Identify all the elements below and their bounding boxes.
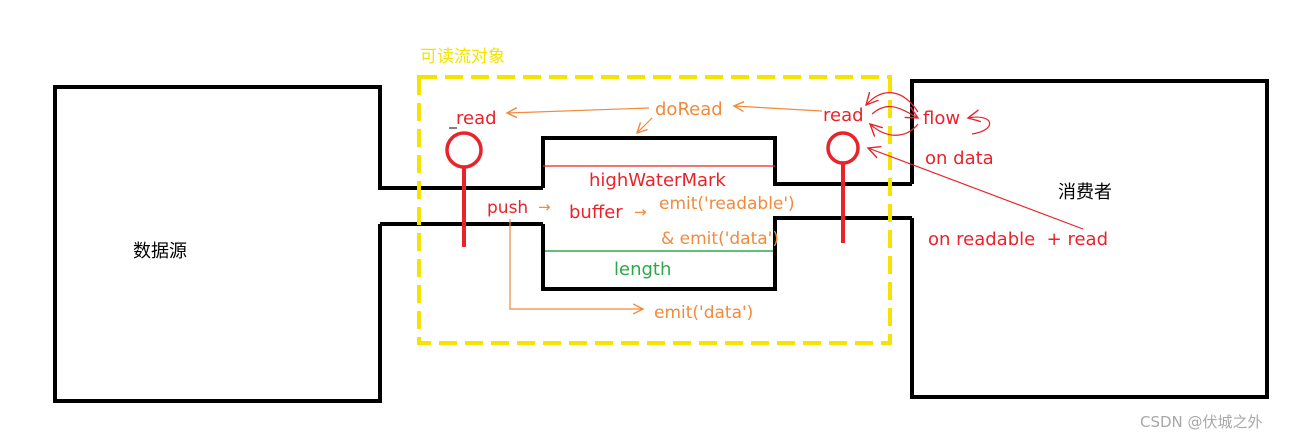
- arrow-push-to-emit-data: [509, 219, 643, 309]
- push-arrow-glyph: →: [538, 198, 551, 216]
- read-right-label: read: [823, 105, 864, 126]
- arrow-flow-self: [968, 117, 991, 135]
- readable-stream-label: 可读流对象: [420, 47, 505, 67]
- length-label: length: [614, 259, 671, 280]
- emit-readable-label: emit('readable'): [659, 194, 795, 214]
- buffer-chamber: [541, 136, 912, 188]
- do-read-label: doRead: [655, 99, 723, 120]
- arrow-read-to-doread: [734, 106, 823, 111]
- consumer-shape: [910, 79, 1269, 399]
- read-valve-left: [445, 131, 483, 169]
- emit-data-label: emit('data'): [654, 303, 753, 323]
- buffer-chamber-bottom: [541, 216, 912, 291]
- flow-label: flow: [923, 108, 960, 129]
- on-readable-read-label: on readable + read: [928, 229, 1108, 250]
- arrow-read-to-flow: [871, 105, 918, 118]
- arrow-doread-to-buffer: [637, 117, 653, 133]
- readable-stream-boundary: [417, 75, 892, 345]
- read-valve-right: [826, 131, 860, 165]
- read-left-label: read: [456, 108, 497, 129]
- watermark: CSDN @伏城之外: [1140, 413, 1263, 431]
- arrow-flow-to-read-bottom: [870, 124, 919, 135]
- data-source-label: 数据源: [133, 241, 187, 262]
- push-label: push: [487, 198, 528, 218]
- consumer-label: 消费者: [1058, 182, 1112, 203]
- arrow-on-readable-to-read: [868, 148, 1084, 230]
- arrow-doread-to-read: [507, 108, 650, 113]
- buffer-arrow-glyph: →: [634, 203, 647, 221]
- emit-data-combined-label: & emit('data'): [661, 229, 779, 249]
- data-source-shape: [53, 85, 543, 403]
- on-data-label: on data: [925, 148, 994, 169]
- buffer-label: buffer: [569, 202, 623, 223]
- high-water-mark-label: highWaterMark: [589, 170, 726, 191]
